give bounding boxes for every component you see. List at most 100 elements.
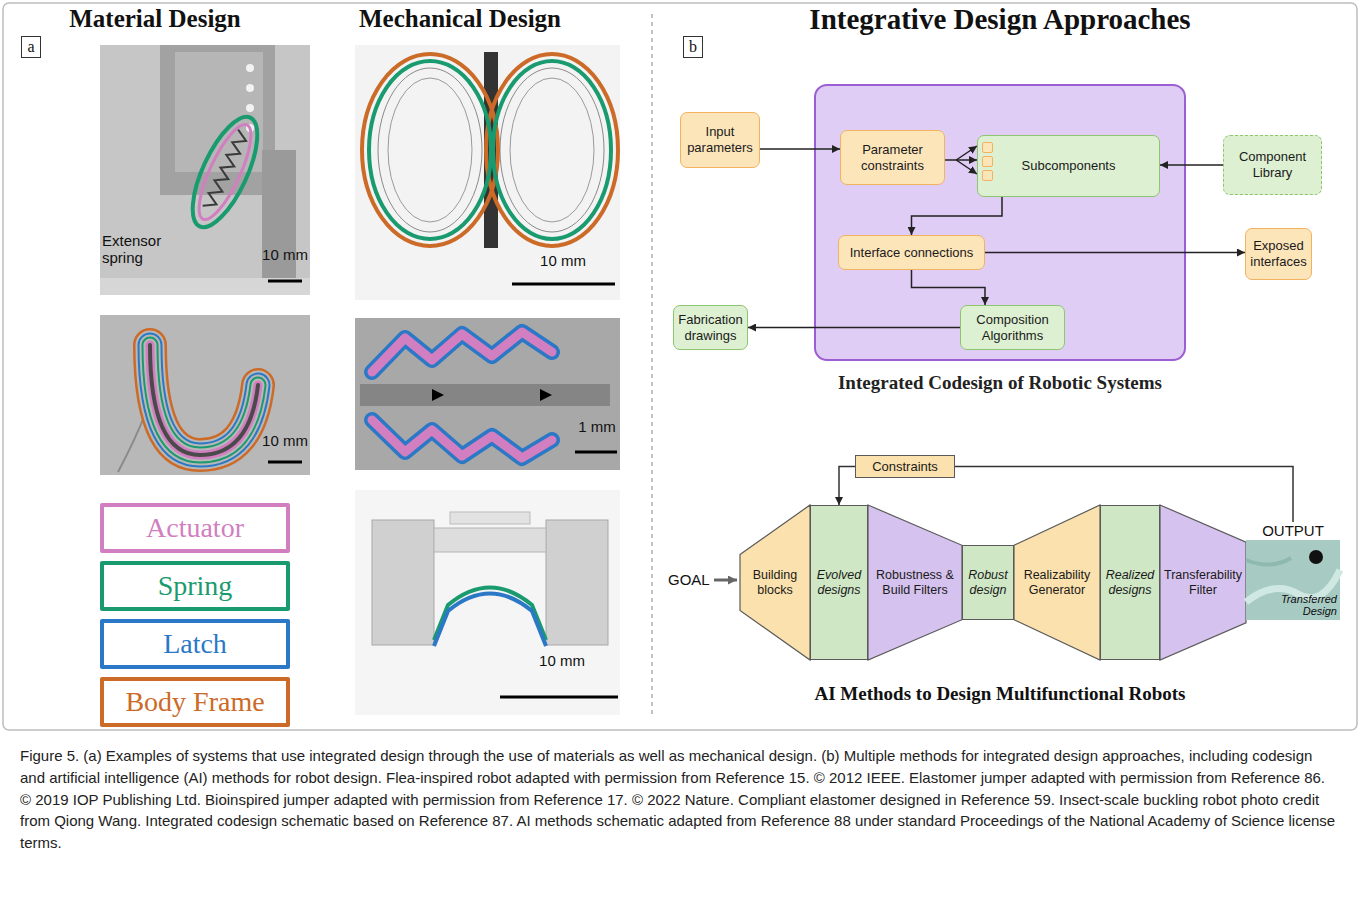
photo-detail [268, 280, 302, 283]
photo-detail [378, 68, 482, 232]
bioinspired-jumper-photo [355, 490, 620, 715]
codesign-region-fill [815, 85, 1185, 360]
input-label: GOAL [668, 571, 710, 588]
photo-detail [150, 345, 258, 455]
stage-shape [868, 505, 962, 660]
section-title: AI Methods to Design Multifunctional Rob… [814, 683, 1185, 705]
robot-dot [1309, 550, 1323, 564]
process-box: Interface connections [838, 235, 985, 270]
photo-detail [180, 108, 271, 235]
legend-label: Latch [163, 627, 227, 661]
photo-detail [180, 108, 271, 235]
photo-detail [150, 345, 258, 455]
node-label: Robustness & Build Filters [871, 568, 959, 598]
legend-label: Body Frame [125, 685, 264, 719]
part-label: Extensor spring [102, 232, 172, 267]
scale-label: 10 mm [539, 652, 585, 669]
photo-detail [510, 78, 594, 222]
photo-detail [355, 490, 620, 715]
photo-detail [189, 119, 260, 226]
node-label: Fabrication drawings [677, 312, 744, 343]
elastomer-jumper-photo [100, 315, 310, 475]
photo-detail [203, 130, 249, 211]
photo-detail [388, 78, 472, 222]
photo-detail [268, 461, 302, 464]
node-label: Interface connections [850, 245, 974, 261]
photo-detail [150, 345, 258, 455]
loop-jumper-photo [355, 45, 620, 300]
region-layer [815, 85, 1185, 360]
connector [912, 270, 986, 305]
connector [748, 327, 960, 329]
port-square [982, 170, 993, 181]
output-box: Fabrication drawings [673, 305, 748, 350]
filter-stage: Transferability Filter [1160, 505, 1246, 660]
node-label: Realized designs [1104, 568, 1156, 598]
photo-detail [434, 528, 546, 552]
codesign-region: Integrated Codesign of Robotic SystemsPa… [815, 85, 1185, 360]
photo-detail [500, 68, 604, 232]
branch-layer [956, 146, 977, 174]
photo-detail [372, 420, 552, 458]
filter-stage: Robustness & Build Filters [868, 505, 962, 660]
node-label: Input parameters [684, 124, 756, 155]
design-stage: Robust design [962, 545, 1014, 620]
photo-detail [150, 345, 258, 455]
connector [760, 148, 840, 150]
node-label: Subcomponents [1022, 158, 1116, 174]
photo-detail [246, 84, 254, 92]
photo-detail [372, 332, 552, 372]
input-box: Input parameters [680, 112, 760, 168]
legend-swatch: Spring [100, 561, 290, 611]
photo-detail [100, 315, 310, 475]
stage-shape [740, 505, 810, 660]
port-square [982, 156, 993, 167]
node-label: Transferability Filter [1163, 568, 1243, 598]
design-stage: Evolved designs [810, 505, 868, 660]
generator-stage: Building blocks [740, 505, 810, 660]
photo-detail [512, 283, 615, 286]
legend-label: Spring [158, 569, 233, 603]
legend-label: Actuator [146, 511, 244, 545]
legend-swatch: Body Frame [100, 677, 290, 727]
photo-detail [450, 512, 530, 524]
photo-detail [150, 345, 258, 455]
panel-heading: Integrative Design Approaches [809, 3, 1190, 36]
scale-label: 10 mm [262, 246, 308, 263]
node-label: Parameter constraints [844, 142, 941, 173]
photo-detail [246, 104, 254, 112]
figure-caption: Figure 5. (a) Examples of systems that u… [20, 745, 1340, 854]
design-stage: Realized designs [1100, 505, 1160, 660]
photo-detail [362, 54, 498, 246]
photo-ground [1246, 540, 1340, 620]
section-title: Integrated Codesign of Robotic Systems [838, 372, 1162, 395]
port-square [982, 142, 993, 153]
photo-detail [575, 451, 617, 454]
edge-layer [748, 149, 1293, 522]
photo-detail [432, 389, 444, 401]
photo-detail [500, 696, 618, 699]
photo-detail [355, 318, 620, 470]
node-label: Building blocks [743, 568, 807, 598]
connector [1160, 164, 1223, 166]
constraint-box: Constraints [855, 455, 955, 478]
photo-detail [150, 345, 258, 455]
panel-letter: a [21, 36, 41, 58]
node-label: Robust design [966, 568, 1010, 598]
insect-buckling-robot-photo [355, 318, 620, 470]
photo-detail [369, 61, 491, 239]
photo-detail [355, 45, 620, 300]
photo-detail [546, 520, 608, 645]
generator-stage: Realizability Generator [1014, 505, 1100, 660]
legend-swatch: Actuator [100, 503, 290, 553]
output-image: OUTPUTTransferred Design [1246, 522, 1340, 620]
stage-shape [1160, 505, 1246, 660]
node-label: Composition Algorithms [964, 312, 1061, 343]
photo-detail [246, 64, 254, 72]
branch-arrow [956, 146, 977, 160]
node-label: Realizability Generator [1017, 568, 1097, 598]
panel-heading: Mechanical Design [359, 5, 561, 34]
subcomponent-box: Subcomponents [977, 135, 1160, 197]
panel-letter: b [683, 36, 703, 58]
node-label: Component Library [1227, 149, 1318, 180]
